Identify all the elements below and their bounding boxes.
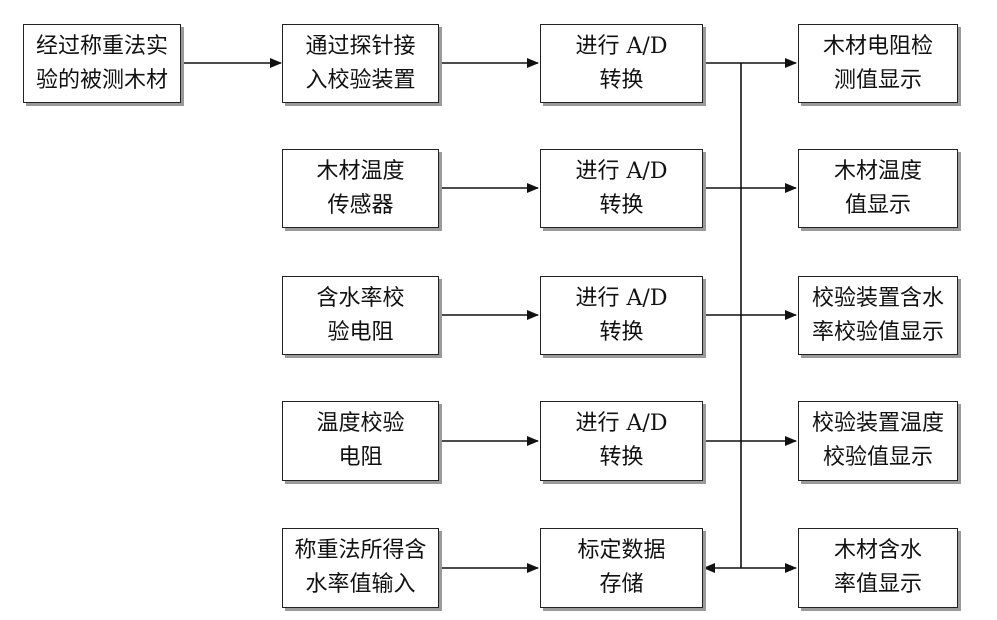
node-text-line: 进行 A/D <box>575 158 668 184</box>
node-text-line: 验的被测木材 <box>35 67 168 93</box>
node-text-line: 进行 A/D <box>575 285 668 311</box>
node-text-line: 木材含水 <box>833 538 922 563</box>
node-text-line: 温度校验 <box>316 411 405 436</box>
node-text-line: 转换 <box>599 192 644 218</box>
node-text-line: 木材温度 <box>833 158 922 184</box>
node-temp-check-display: 校验装置温度 校验值显示 <box>798 401 958 481</box>
node-text-line: 木材温度 <box>316 158 405 184</box>
node-text-line: 木材电阻检 <box>822 33 933 59</box>
node-text-line: 电阻 <box>338 445 383 470</box>
node-gravimetric-input: 称重法所得含 水率值输入 <box>282 528 439 608</box>
node-text-line: 转换 <box>599 67 644 93</box>
node-mc-check-resistor: 含水率校 验电阻 <box>282 276 439 355</box>
node-ad-conversion-4: 进行 A/D 转换 <box>540 401 703 481</box>
node-probe-connect: 通过探针接 入校验装置 <box>282 24 439 103</box>
node-text-line: 测值显示 <box>833 67 922 93</box>
node-text-line: 验电阻 <box>327 319 394 345</box>
node-temp-sensor: 木材温度 传感器 <box>282 149 439 228</box>
node-text-line: 标定数据 <box>577 538 666 563</box>
node-text-line: 进行 A/D <box>575 411 668 436</box>
node-text-line: 入校验装置 <box>305 67 416 93</box>
node-sample-wood: 经过称重法实 验的被测木材 <box>23 24 181 103</box>
node-text-line: 校验值显示 <box>822 445 933 470</box>
node-text-line: 称重法所得含 <box>294 538 427 563</box>
node-text-line: 经过称重法实 <box>35 33 168 59</box>
node-text-line: 进行 A/D <box>575 33 668 59</box>
node-text-line: 含水率校 <box>316 285 405 311</box>
node-ad-conversion-3: 进行 A/D 转换 <box>540 276 703 355</box>
node-text-line: 转换 <box>599 319 644 345</box>
node-ad-conversion-2: 进行 A/D 转换 <box>540 149 703 228</box>
node-text-line: 通过探针接 <box>305 33 416 59</box>
node-text-line: 存储 <box>599 572 644 597</box>
node-text-line: 率值显示 <box>833 572 922 597</box>
node-temp-display: 木材温度 值显示 <box>798 149 958 228</box>
node-mc-check-display: 校验装置含水 率校验值显示 <box>798 276 958 355</box>
node-text-line: 水率值输入 <box>305 572 416 597</box>
node-text-line: 值显示 <box>844 192 911 218</box>
node-calibration-storage: 标定数据 存储 <box>540 528 703 608</box>
node-resistance-display: 木材电阻检 测值显示 <box>798 24 958 103</box>
node-text-line: 传感器 <box>327 192 394 218</box>
node-text-line: 校验装置含水 <box>811 285 944 311</box>
node-ad-conversion-1: 进行 A/D 转换 <box>540 24 703 103</box>
node-text-line: 率校验值显示 <box>811 319 944 345</box>
node-text-line: 校验装置温度 <box>811 411 944 436</box>
node-wood-mc-display: 木材含水 率值显示 <box>798 528 958 608</box>
node-text-line: 转换 <box>599 445 644 470</box>
node-temp-check-resistor: 温度校验 电阻 <box>282 401 439 481</box>
